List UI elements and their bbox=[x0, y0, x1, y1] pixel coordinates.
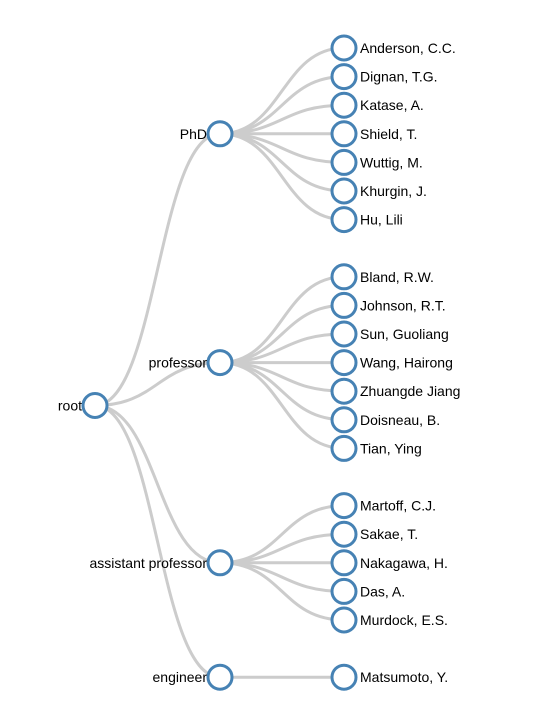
leaf-zhuangde-jiang-node[interactable]: Zhuangde Jiang bbox=[330, 377, 460, 405]
assistant-professor-label: assistant professor bbox=[90, 555, 208, 571]
leaf-hu-lili-label: Hu, Lili bbox=[360, 212, 403, 228]
link-assistant-professor-sakae-t bbox=[219, 532, 345, 565]
leaf-wang-hairong-label: Wang, Hairong bbox=[360, 355, 453, 371]
root-circle[interactable] bbox=[81, 392, 109, 419]
phd-circle[interactable] bbox=[206, 120, 234, 148]
leaf-hu-lili-circle[interactable] bbox=[330, 206, 358, 234]
leaf-nakagawa-h-circle[interactable] bbox=[330, 549, 358, 577]
engineer-node[interactable]: engineer bbox=[153, 663, 234, 691]
leaf-murdock-e-s-circle[interactable] bbox=[330, 606, 358, 634]
link-root-engineer bbox=[94, 404, 221, 679]
link-root-professor bbox=[94, 361, 221, 407]
assistant-professor-node[interactable]: assistant professor bbox=[90, 549, 234, 577]
leaf-bland-r-w-label: Bland, R.W. bbox=[360, 269, 434, 285]
leaf-sakae-t-node[interactable]: Sakae, T. bbox=[330, 520, 418, 548]
leaf-zhuangde-jiang-label: Zhuangde Jiang bbox=[360, 383, 460, 399]
phd-label: PhD bbox=[180, 126, 207, 142]
leaf-nakagawa-h-label: Nakagawa, H. bbox=[360, 555, 448, 571]
tree-links bbox=[94, 46, 345, 679]
leaf-wuttig-m-node[interactable]: Wuttig, M. bbox=[330, 148, 423, 176]
leaf-shield-t-label: Shield, T. bbox=[360, 126, 417, 142]
leaf-bland-r-w-node[interactable]: Bland, R.W. bbox=[330, 263, 434, 291]
leaf-doisneau-b-circle[interactable] bbox=[330, 406, 358, 434]
phd-node[interactable]: PhD bbox=[180, 120, 234, 148]
leaf-wang-hairong-circle[interactable] bbox=[330, 349, 358, 377]
leaf-johnson-r-t-circle[interactable] bbox=[330, 291, 358, 319]
leaf-murdock-e-s-node[interactable]: Murdock, E.S. bbox=[330, 606, 448, 634]
leaf-hu-lili-node[interactable]: Hu, Lili bbox=[330, 206, 403, 234]
leaf-anderson-c-c-node[interactable]: Anderson, C.C. bbox=[330, 34, 456, 62]
leaf-martoff-c-j-node[interactable]: Martoff, C.J. bbox=[330, 492, 436, 520]
leaf-matsumoto-y-node[interactable]: Matsumoto, Y. bbox=[330, 663, 448, 691]
leaf-das-a-circle[interactable] bbox=[330, 577, 358, 605]
leaf-bland-r-w-circle[interactable] bbox=[330, 263, 358, 291]
engineer-circle[interactable] bbox=[206, 663, 234, 691]
leaf-shield-t-circle[interactable] bbox=[330, 120, 358, 148]
leaf-tian-ying-circle[interactable] bbox=[330, 434, 358, 462]
leaf-wang-hairong-node[interactable]: Wang, Hairong bbox=[330, 349, 453, 377]
leaf-johnson-r-t-label: Johnson, R.T. bbox=[360, 297, 446, 313]
leaf-johnson-r-t-node[interactable]: Johnson, R.T. bbox=[330, 291, 446, 319]
link-assistant-professor-murdock-e-s bbox=[219, 561, 345, 622]
leaf-nakagawa-h-node[interactable]: Nakagawa, H. bbox=[330, 549, 448, 577]
root-label: root bbox=[58, 398, 82, 414]
professor-circle[interactable] bbox=[206, 349, 234, 377]
leaf-dignan-t-g-circle[interactable] bbox=[330, 63, 358, 91]
tree-nodes: root PhD Anderson, C.C. Dignan, T.G. Katase,… bbox=[58, 34, 460, 691]
assistant-professor-circle[interactable] bbox=[206, 549, 234, 577]
link-assistant-professor-das-a bbox=[219, 561, 345, 593]
leaf-tian-ying-label: Tian, Ying bbox=[360, 440, 422, 456]
leaf-das-a-node[interactable]: Das, A. bbox=[330, 577, 405, 605]
leaf-dignan-t-g-label: Dignan, T.G. bbox=[360, 69, 438, 85]
leaf-tian-ying-node[interactable]: Tian, Ying bbox=[330, 434, 422, 462]
leaf-khurgin-j-circle[interactable] bbox=[330, 177, 358, 205]
leaf-das-a-label: Das, A. bbox=[360, 583, 405, 599]
leaf-sun-guoliang-label: Sun, Guoliang bbox=[360, 326, 449, 342]
leaf-matsumoto-y-label: Matsumoto, Y. bbox=[360, 669, 448, 685]
root-node[interactable]: root bbox=[58, 392, 109, 419]
leaf-anderson-c-c-circle[interactable] bbox=[330, 34, 358, 62]
leaf-zhuangde-jiang-circle[interactable] bbox=[330, 377, 358, 405]
leaf-matsumoto-y-circle[interactable] bbox=[330, 663, 358, 691]
professor-node[interactable]: professor bbox=[149, 349, 234, 377]
leaf-katase-a-circle[interactable] bbox=[330, 91, 358, 119]
leaf-wuttig-m-circle[interactable] bbox=[330, 148, 358, 176]
engineer-label: engineer bbox=[153, 669, 208, 685]
leaf-doisneau-b-node[interactable]: Doisneau, B. bbox=[330, 406, 440, 434]
link-professor-tian-ying bbox=[219, 361, 345, 450]
leaf-sakae-t-circle[interactable] bbox=[330, 520, 358, 548]
leaf-martoff-c-j-label: Martoff, C.J. bbox=[360, 498, 436, 514]
leaf-murdock-e-s-label: Murdock, E.S. bbox=[360, 612, 448, 628]
leaf-shield-t-node[interactable]: Shield, T. bbox=[330, 120, 417, 148]
leaf-doisneau-b-label: Doisneau, B. bbox=[360, 412, 440, 428]
leaf-martoff-c-j-circle[interactable] bbox=[330, 492, 358, 520]
professor-label: professor bbox=[149, 355, 208, 371]
leaf-anderson-c-c-label: Anderson, C.C. bbox=[360, 40, 456, 56]
leaf-dignan-t-g-node[interactable]: Dignan, T.G. bbox=[330, 63, 438, 91]
link-root-assistant-professor bbox=[94, 404, 221, 565]
leaf-khurgin-j-label: Khurgin, J. bbox=[360, 183, 427, 199]
leaf-khurgin-j-node[interactable]: Khurgin, J. bbox=[330, 177, 427, 205]
leaf-sakae-t-label: Sakae, T. bbox=[360, 526, 418, 542]
leaf-katase-a-node[interactable]: Katase, A. bbox=[330, 91, 424, 119]
leaf-wuttig-m-label: Wuttig, M. bbox=[360, 154, 423, 170]
leaf-sun-guoliang-node[interactable]: Sun, Guoliang bbox=[330, 320, 449, 348]
leaf-sun-guoliang-circle[interactable] bbox=[330, 320, 358, 348]
link-root-phd bbox=[94, 132, 221, 407]
leaf-katase-a-label: Katase, A. bbox=[360, 97, 424, 113]
link-phd-hu-lili bbox=[219, 132, 345, 222]
